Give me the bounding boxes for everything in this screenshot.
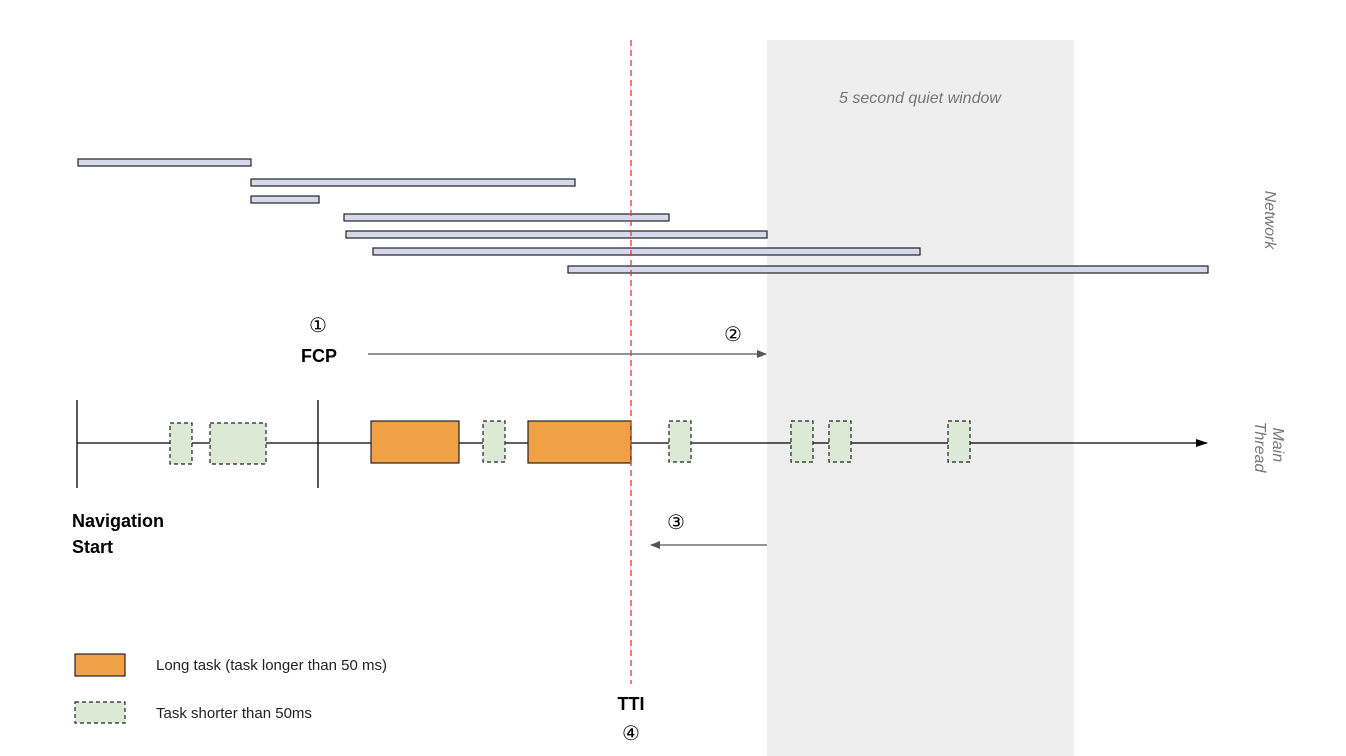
tti-step-number: ④: [622, 721, 640, 745]
network-request-bar: [372, 247, 921, 256]
main-thread-label-line2: Thread: [1251, 422, 1268, 474]
short-tasks: [169, 420, 971, 465]
long-task: [527, 420, 632, 464]
short-task: [482, 420, 506, 463]
fcp-label: FCP: [301, 346, 337, 366]
network-label: Network: [1261, 191, 1278, 251]
step2-number: ②: [724, 322, 742, 346]
network-request-bar: [77, 158, 252, 167]
tti-label: TTI: [618, 694, 645, 714]
legend-long-task-swatch: [74, 653, 126, 677]
short-task: [790, 420, 814, 463]
network-requests: [77, 158, 1209, 274]
step3-number: ③: [667, 510, 685, 534]
short-task: [169, 422, 193, 465]
navigation-start-line1: Navigation: [72, 511, 164, 531]
main-thread-label: Main Thread: [1251, 422, 1286, 474]
network-request-bar: [345, 230, 768, 239]
legend-short-task-swatch: [74, 701, 126, 724]
short-task: [828, 420, 852, 463]
quiet-window-region: [767, 40, 1074, 756]
short-task: [209, 422, 267, 465]
short-task: [947, 420, 971, 463]
navigation-start-line2: Start: [72, 537, 113, 557]
network-request-bar: [250, 178, 576, 187]
main-thread-label-line1: Main: [1269, 427, 1286, 462]
quiet-window-label: 5 second quiet window: [839, 90, 1002, 107]
fcp-step-number: ①: [309, 313, 327, 337]
legend-short-task-label: Task shorter than 50ms: [156, 705, 312, 722]
network-request-bar: [343, 213, 670, 222]
navigation-start-label: Navigation Start: [72, 511, 169, 557]
legend-long-task-label: Long task (task longer than 50 ms): [156, 657, 387, 674]
network-request-bar: [250, 195, 320, 204]
short-task: [668, 420, 692, 463]
long-task: [370, 420, 460, 464]
network-request-bar: [567, 265, 1209, 274]
legend: Long task (task longer than 50 ms) Task …: [74, 653, 387, 724]
